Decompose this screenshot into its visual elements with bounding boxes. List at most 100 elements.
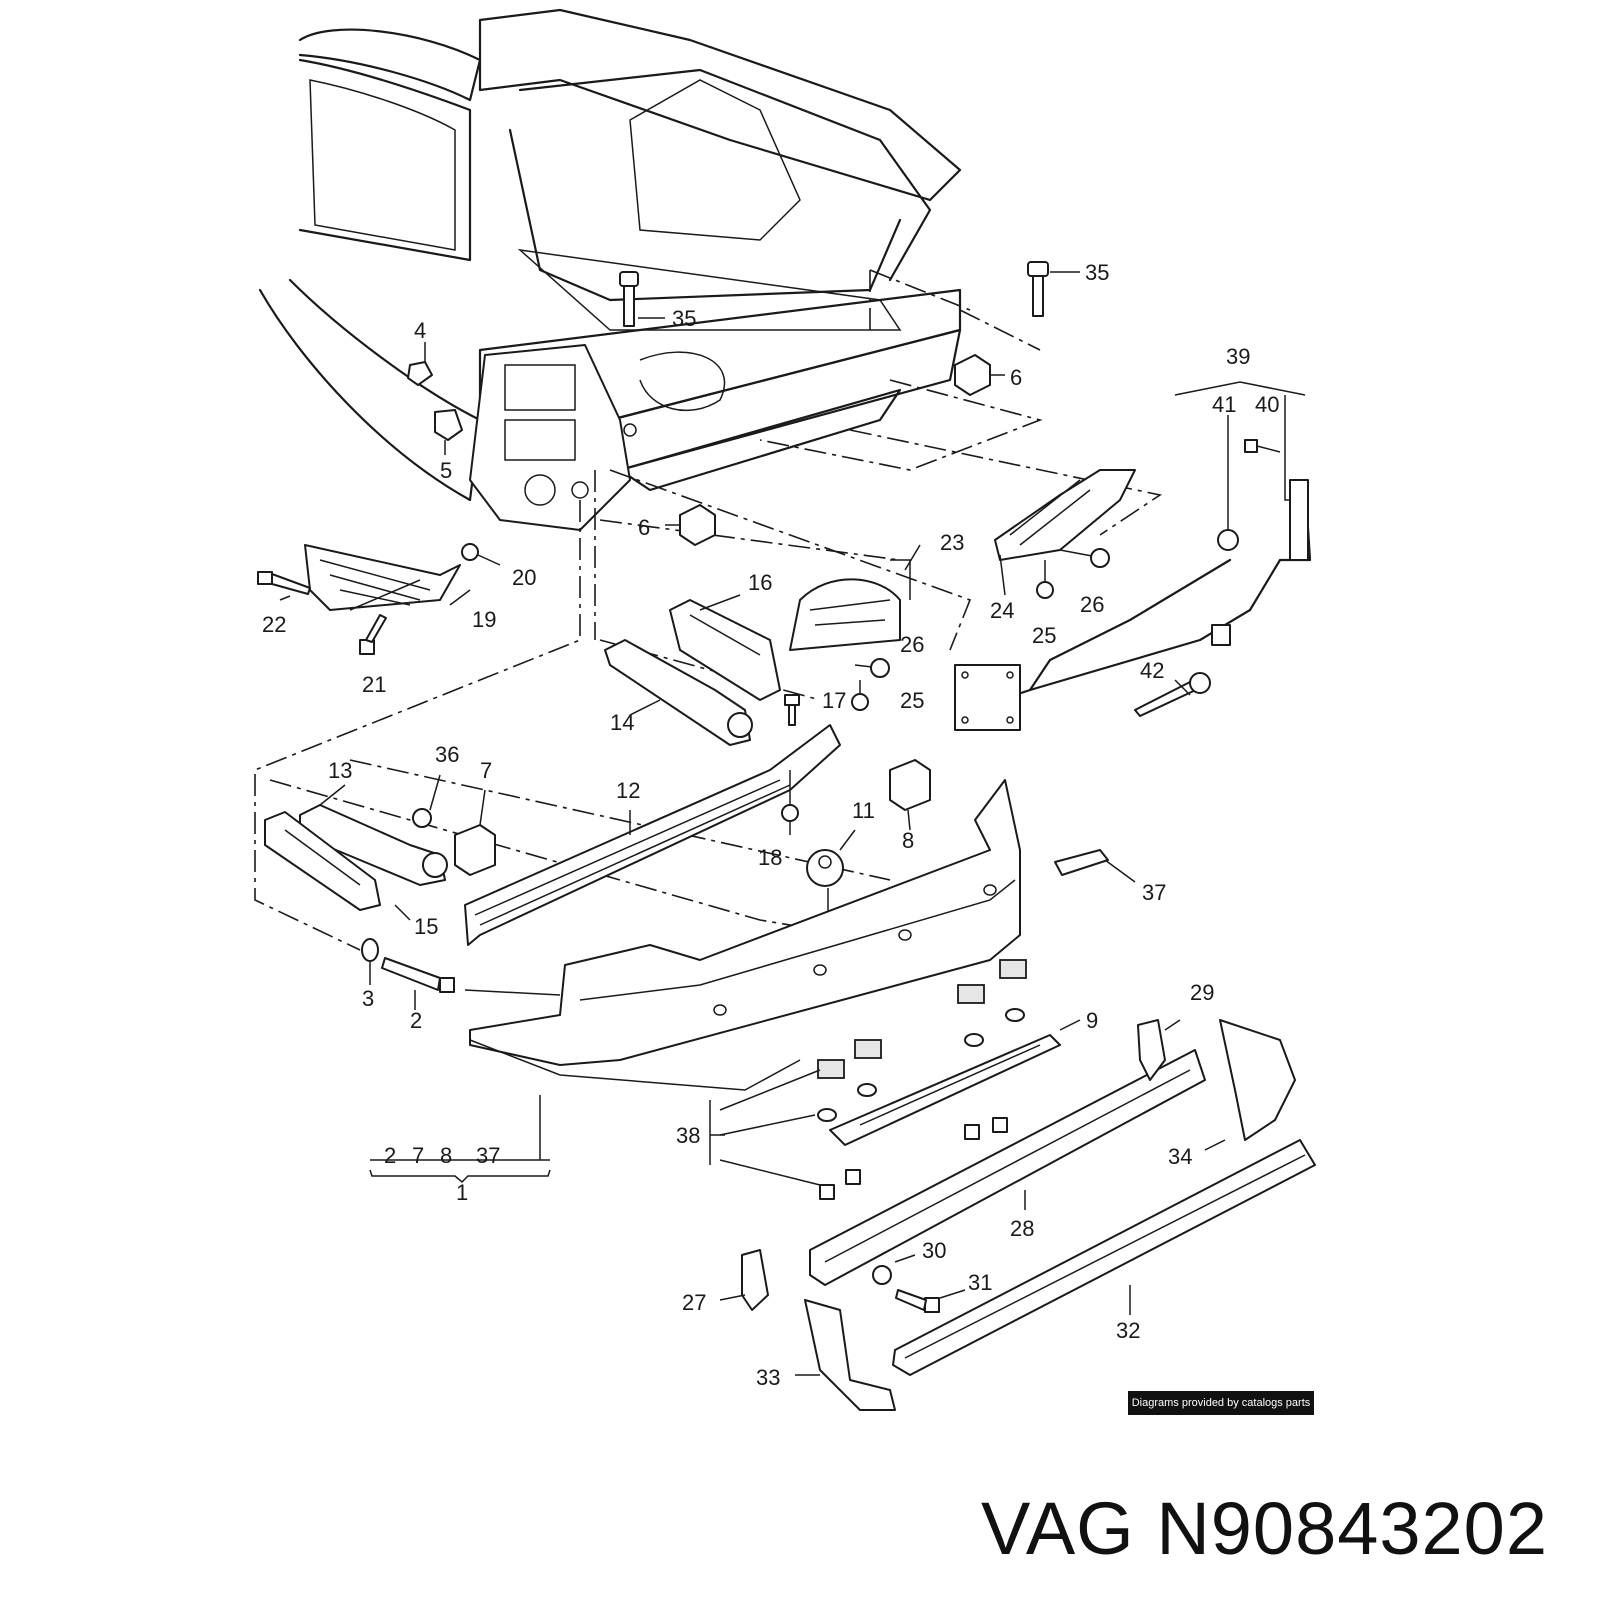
callout-labels: 4 5 35 35 6 6 39 41 40 20 22 19 21 23 24… xyxy=(262,260,1279,1390)
screw-21 xyxy=(359,614,387,655)
dashed-guides-upper xyxy=(254,269,1163,951)
bracket-23 xyxy=(789,559,911,651)
corner-34 xyxy=(1219,1019,1296,1141)
callout-42: 42 xyxy=(1140,658,1164,683)
callout-6-lower: 6 xyxy=(638,515,650,540)
mount-37 xyxy=(1054,849,1136,883)
callout-20: 20 xyxy=(512,565,536,590)
washer-3 xyxy=(361,938,379,962)
screw-22 xyxy=(257,571,311,595)
callout-40: 40 xyxy=(1255,392,1279,417)
callout-3: 3 xyxy=(362,986,374,1011)
callout-21: 21 xyxy=(362,672,386,697)
callout-32: 32 xyxy=(1116,1318,1140,1343)
screw-40 xyxy=(1244,439,1281,453)
callout-12: 12 xyxy=(616,778,640,803)
nut-4 xyxy=(407,342,433,386)
callout-22: 22 xyxy=(262,612,286,637)
callout-36: 36 xyxy=(435,742,459,767)
callout-30: 30 xyxy=(922,1238,946,1263)
bolt-35-left xyxy=(619,271,665,327)
callout-16: 16 xyxy=(748,570,772,595)
callout-35-left: 35 xyxy=(672,306,696,331)
impact-beam-12 xyxy=(464,724,841,946)
nut-20 xyxy=(461,543,501,566)
clip-8 xyxy=(889,759,931,811)
callout-23: 23 xyxy=(940,530,964,555)
callout-19: 19 xyxy=(472,607,496,632)
callout-38: 38 xyxy=(676,1123,700,1148)
callout-18: 18 xyxy=(758,845,782,870)
callout-25-mid: 25 xyxy=(900,688,924,713)
callout-13: 13 xyxy=(328,758,352,783)
callout-33: 33 xyxy=(756,1365,780,1390)
callout-4: 4 xyxy=(414,318,426,343)
callout-27: 27 xyxy=(682,1290,706,1315)
callout-group-1-d: 37 xyxy=(476,1143,500,1168)
clips-38 xyxy=(709,959,1027,1200)
bolt-17 xyxy=(784,694,800,726)
brand-name: VAG xyxy=(980,1487,1135,1570)
callout-41: 41 xyxy=(1212,392,1236,417)
grommet-41 xyxy=(1217,415,1239,551)
callout-29: 29 xyxy=(1190,980,1214,1005)
nut-36 xyxy=(412,808,432,828)
bolt-35-right xyxy=(1027,261,1080,317)
callout-1: 1 xyxy=(456,1180,468,1205)
corner-33 xyxy=(804,1299,896,1411)
callout-34: 34 xyxy=(1168,1144,1192,1169)
callout-8: 8 xyxy=(902,828,914,853)
screw-25-mid xyxy=(851,680,869,711)
callout-2: 2 xyxy=(410,1008,422,1033)
callout-37: 37 xyxy=(1142,880,1166,905)
leader-lines xyxy=(279,544,1226,1376)
callout-26-mid: 26 xyxy=(900,632,924,657)
callout-9: 9 xyxy=(1086,1008,1098,1033)
clip-27 xyxy=(741,1249,769,1311)
clip-nut-6-lower xyxy=(665,504,716,546)
callout-group-1-c: 8 xyxy=(440,1143,452,1168)
strip-28 xyxy=(809,1049,1206,1286)
clip-nut-6-upper xyxy=(954,354,1005,396)
nut-5 xyxy=(434,409,463,455)
credit-badge: Diagrams provided by catalogs parts xyxy=(1128,1391,1314,1415)
bumper-cover-1 xyxy=(370,779,1021,1161)
tail-lamp-housing xyxy=(469,344,631,531)
screw-26-right xyxy=(1059,548,1110,568)
callout-5: 5 xyxy=(440,458,452,483)
callout-25-right: 25 xyxy=(1032,623,1056,648)
bracket-19 xyxy=(304,544,461,611)
bracket-15 xyxy=(264,811,381,911)
callout-24: 24 xyxy=(990,598,1014,623)
screw-2 xyxy=(381,957,455,993)
callout-7: 7 xyxy=(480,758,492,783)
clip-29 xyxy=(1137,1019,1166,1081)
callout-group-1-a: 2 xyxy=(384,1143,396,1168)
callout-6-upper: 6 xyxy=(1010,365,1022,390)
screw-25-right xyxy=(1036,560,1054,599)
callout-39: 39 xyxy=(1226,344,1250,369)
part-number: N90843202 xyxy=(1156,1487,1548,1570)
clip-7 xyxy=(454,824,496,876)
plate xyxy=(954,664,1021,731)
callout-11: 11 xyxy=(852,798,875,823)
bracket-9 xyxy=(829,1034,1061,1146)
energy-absorber-14 xyxy=(604,639,753,746)
callout-31: 31 xyxy=(968,1270,992,1295)
callout-14: 14 xyxy=(610,710,634,735)
screw-31 xyxy=(895,1289,940,1313)
callout-17: 17 xyxy=(822,688,846,713)
callout-35-right: 35 xyxy=(1085,260,1109,285)
callout-26-right: 26 xyxy=(1080,592,1104,617)
wiring-39 xyxy=(998,381,1312,702)
bracket-24 xyxy=(994,469,1136,561)
strip-32 xyxy=(892,1139,1316,1376)
nut-30 xyxy=(872,1265,892,1285)
callout-28: 28 xyxy=(1010,1216,1034,1241)
bracket-16 xyxy=(669,599,781,701)
clip-42 xyxy=(1134,624,1231,717)
part-title: VAG N90843202 xyxy=(981,1486,1548,1571)
callout-group-1-b: 7 xyxy=(412,1143,424,1168)
callout-15: 15 xyxy=(414,914,438,939)
